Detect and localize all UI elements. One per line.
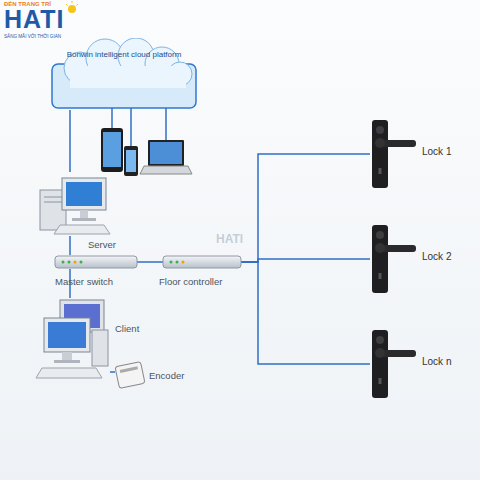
client-node: Client [38, 298, 110, 386]
tablet-icon [101, 128, 123, 172]
logo-text: HATI [4, 5, 64, 34]
watermark: HATI [216, 232, 243, 246]
lock-node: Lock 2 [370, 223, 416, 295]
node-label: Bonwin intelligent cloud platform [50, 50, 198, 59]
network-link [241, 259, 370, 262]
encoder-node: Encoder [115, 360, 145, 390]
phone-icon [124, 146, 138, 176]
cloud-platform: Bonwin intelligent cloud platform [50, 38, 198, 110]
network-link [69, 236, 71, 255]
encoder-icon [115, 362, 145, 389]
node-label: Lock n [422, 356, 451, 367]
server-icon [40, 178, 110, 234]
node-label: Master switch [55, 276, 113, 287]
master-switch-icon [55, 256, 137, 268]
server-node: Server [38, 172, 112, 236]
door-lock-icons [372, 120, 416, 398]
controller-node: Floor controller [163, 255, 241, 269]
node-label: Client [115, 323, 139, 334]
logo-slogan: SÁNG MÃI VỚI THỜI GIAN [4, 34, 61, 39]
network-link [137, 261, 163, 263]
lock-node: Lock n [370, 328, 416, 400]
node-label: Lock 1 [422, 146, 451, 157]
client-icon [36, 300, 108, 378]
node-label: Lock 2 [422, 251, 451, 262]
switch-node: Master switch [55, 255, 137, 269]
laptop-icon [140, 140, 192, 174]
network-link [110, 371, 115, 373]
node-label: Server [88, 239, 116, 250]
node-label: Floor controller [159, 276, 222, 287]
floor-controller-icon [163, 256, 241, 268]
network-link [241, 154, 370, 262]
logo-bulb [66, 1, 78, 13]
network-link [241, 262, 370, 364]
network-link [69, 110, 71, 172]
cloud-outline [50, 38, 198, 110]
lock-node: Lock 1 [370, 118, 416, 190]
node-label: Encoder [149, 370, 184, 381]
